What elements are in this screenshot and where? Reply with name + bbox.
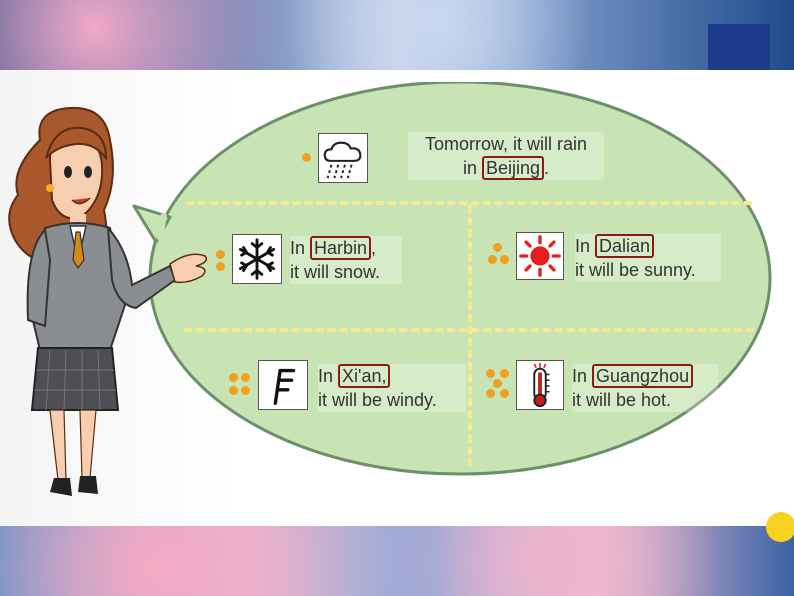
city-guangzhou: Guangzhou bbox=[592, 364, 694, 388]
city-xian: Xi'an, bbox=[338, 364, 391, 388]
sun-icon bbox=[516, 232, 564, 280]
divider-top bbox=[186, 201, 752, 205]
corner-square bbox=[708, 24, 770, 70]
divider-vertical bbox=[468, 205, 472, 467]
thermometer-hot-icon bbox=[516, 360, 564, 410]
forecast-harbin-text: In Harbin, it will snow. bbox=[290, 236, 402, 284]
snowflake-icon bbox=[232, 234, 282, 284]
forecast-guangzhou-text: In Guangzhou it will be hot. bbox=[572, 364, 718, 412]
rain-cloud-icon bbox=[318, 133, 368, 183]
wind-flag-icon bbox=[258, 360, 308, 410]
forecast-beijing-text: Tomorrow, it will rain in Beijing. bbox=[408, 132, 604, 180]
bottom-decor-band bbox=[0, 526, 794, 596]
top-decor-band bbox=[0, 0, 794, 70]
forecast-dalian-text: In Dalian it will be sunny. bbox=[575, 234, 721, 282]
teacher-illustration bbox=[8, 106, 208, 496]
city-harbin: Harbin bbox=[310, 236, 372, 260]
city-beijing: Beijing bbox=[481, 156, 545, 180]
city-dalian: Dalian bbox=[595, 234, 655, 258]
forecast-xian-text: In Xi'an, it will be windy. bbox=[318, 364, 466, 412]
next-slide-marker[interactable] bbox=[766, 512, 794, 542]
